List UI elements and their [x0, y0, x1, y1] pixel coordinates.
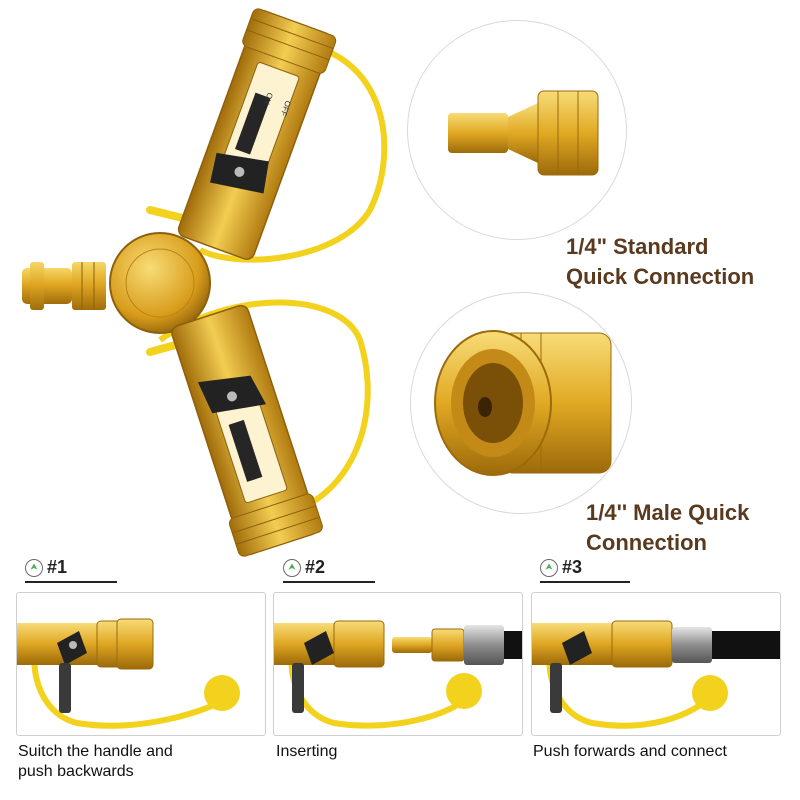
step-1-number: #1: [47, 557, 68, 577]
valve-marking-on: ON: [262, 91, 275, 106]
standard-quick-connect-closeup: [407, 20, 627, 240]
up-arrow-circle-icon: [25, 559, 43, 577]
step-1-header: #1: [25, 557, 117, 583]
up-arrow-circle-icon: [540, 559, 558, 577]
up-arrow-circle-icon: [283, 559, 301, 577]
standard-connection-label: 1/4" Standard Quick Connection: [566, 232, 754, 292]
step-3-caption-line-1: Push forwards and connect: [533, 743, 727, 760]
step-3-header: #3: [540, 557, 630, 583]
step-2-caption-line-1: Inserting: [276, 743, 338, 760]
standard-label-line-2: Quick Connection: [566, 264, 755, 289]
step-3-underline: [540, 581, 630, 583]
step-2-image: [273, 592, 523, 736]
male-connection-label: 1/4'' Male Quick Connection: [586, 498, 749, 558]
step-2-caption: Inserting: [276, 742, 337, 762]
standard-label-line-1: 1/4" Standard: [566, 234, 709, 259]
step-2-underline: [283, 581, 375, 583]
step-2-number: #2: [305, 557, 326, 577]
step-1-caption-line-1: Suitch the handle and: [18, 743, 173, 760]
step-3-image: [531, 592, 781, 736]
step-1-image: [16, 592, 266, 736]
male-label-line-2: Connection: [586, 530, 707, 555]
step-1-caption: Suitch the handle and push backwards: [18, 742, 173, 782]
male-quick-connect-closeup: [410, 292, 632, 514]
y-splitter-product-image: ON OFF: [0, 0, 410, 560]
step-3-caption: Push forwards and connect: [533, 742, 727, 762]
male-label-line-1: 1/4'' Male Quick: [586, 500, 750, 525]
step-2-header: #2: [283, 557, 375, 583]
step-3-number: #3: [562, 557, 583, 577]
step-1-caption-line-2: push backwards: [18, 763, 134, 780]
step-1-underline: [25, 581, 117, 583]
